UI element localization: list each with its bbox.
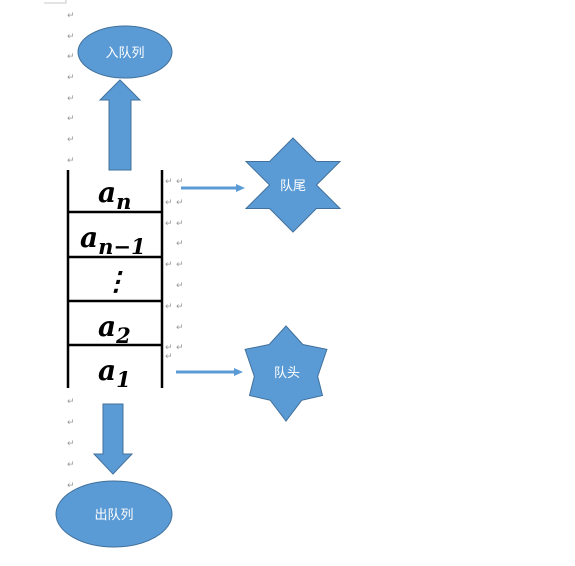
- paragraph-marks-left: ↵ ↵ ↵ ↵ ↵ ↵ ↵ ↵ ↵ ↵ ↵ ↵ ↵: [67, 11, 75, 491]
- paragraph-mark: ↵: [67, 32, 75, 42]
- dequeue-ellipse: [55, 480, 173, 548]
- paragraph-mark: ↵: [67, 439, 75, 449]
- paragraph-mark: ↵: [165, 198, 173, 208]
- queue-stack: an an−1 ⋮ a2 a1: [66, 170, 164, 392]
- dequeue-node: 出队列: [55, 480, 173, 548]
- front-star: [244, 325, 328, 422]
- paragraph-mark: ↵: [67, 481, 75, 491]
- paragraph-mark: ↵: [176, 219, 184, 229]
- queue-cell-a2: a2: [98, 310, 131, 348]
- enqueue-ellipse: [77, 25, 173, 79]
- front-pointer: [176, 368, 243, 376]
- paragraph-mark: ↵: [176, 302, 184, 312]
- rear-star: [244, 137, 342, 233]
- enqueue-arrow: [98, 79, 142, 171]
- paragraph-mark: ↵: [165, 302, 173, 312]
- paragraph-mark: ↵: [165, 219, 173, 229]
- paragraph-mark: ↵: [165, 352, 173, 362]
- paragraph-marks-right: ↵ ↵ ↵ ↵ ↵ ↵ ↵ ↵ ↵ ↵ ↵ ↵ ↵ ↵ ↵ ↵: [165, 177, 184, 362]
- paragraph-mark: ↵: [67, 114, 75, 124]
- queue-cell-an: an: [98, 176, 131, 214]
- paragraph-mark: ↵: [67, 418, 75, 428]
- paragraph-mark: ↵: [176, 323, 184, 333]
- front-node: 队头: [244, 325, 328, 422]
- enqueue-label: 入队列: [105, 46, 144, 61]
- rear-node: 队尾: [244, 137, 342, 233]
- rear-pointer: [181, 184, 245, 192]
- dequeue-arrow: [92, 403, 134, 475]
- paragraph-mark: ↵: [165, 260, 173, 270]
- paragraph-mark: ↵: [176, 281, 184, 291]
- dequeue-label: 出队列: [94, 508, 133, 523]
- paragraph-mark: ↵: [67, 156, 75, 166]
- front-label: 队头: [274, 366, 300, 381]
- queue-cell-a1: a1: [98, 354, 131, 392]
- rear-pointer-head: [236, 184, 245, 192]
- paragraph-mark: ↵: [67, 11, 75, 21]
- paragraph-mark: ↵: [67, 73, 75, 83]
- queue-cell-an-minus-1: an−1: [80, 221, 146, 259]
- enqueue-node: 入队列: [77, 25, 173, 79]
- front-pointer-head: [234, 368, 243, 376]
- paragraph-mark: ↵: [67, 94, 75, 104]
- paragraph-mark: ↵: [176, 343, 184, 353]
- paragraph-mark: ↵: [67, 135, 75, 145]
- paragraph-mark: ↵: [165, 177, 173, 187]
- queue-cell-ellipsis: ⋮: [103, 267, 129, 297]
- paragraph-mark: ↵: [176, 260, 184, 270]
- paragraph-mark: ↵: [176, 177, 184, 187]
- paragraph-mark: ↵: [67, 460, 75, 470]
- paragraph-mark: ↵: [165, 343, 173, 353]
- paragraph-mark: ↵: [67, 397, 75, 407]
- paragraph-mark: ↵: [176, 239, 184, 249]
- rear-label: 队尾: [280, 179, 306, 194]
- paragraph-mark: ↵: [67, 52, 75, 62]
- paragraph-mark: ↵: [176, 198, 184, 208]
- page-corner-mark: [44, 0, 67, 4]
